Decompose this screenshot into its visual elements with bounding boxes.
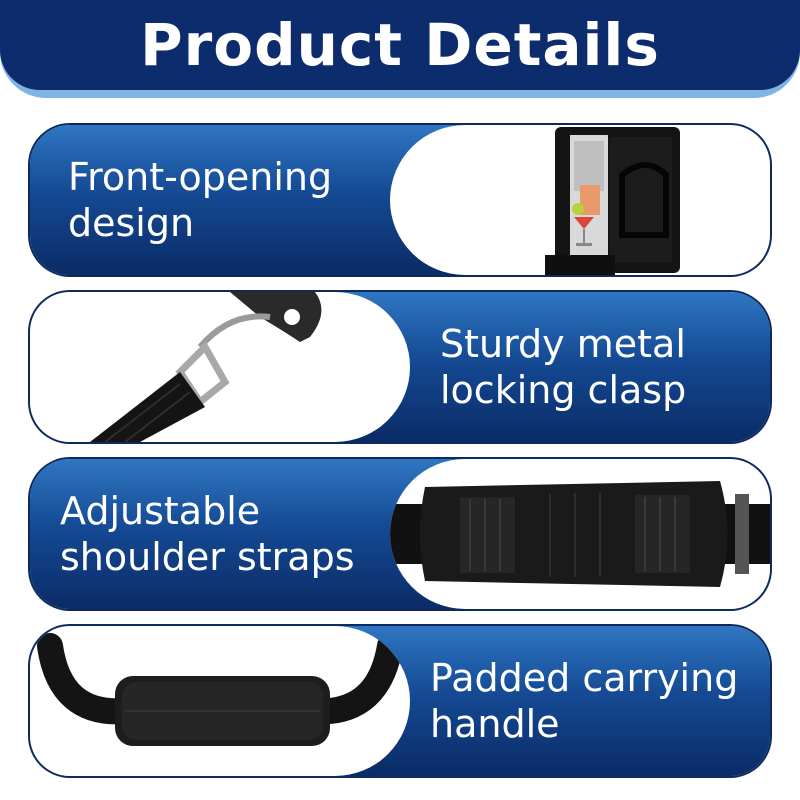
feature-caption-line2: shoulder straps bbox=[60, 535, 355, 579]
feature-panel-shoulder-straps: Adjustable shoulder straps bbox=[30, 459, 770, 609]
header-banner: Product Details bbox=[0, 0, 800, 90]
feature-caption: Adjustable shoulder straps bbox=[60, 459, 400, 609]
feature-caption: Padded carrying handle bbox=[430, 626, 770, 776]
feature-panel-front-opening: Front-opening design bbox=[30, 125, 770, 275]
feature-caption-line2: locking clasp bbox=[440, 368, 687, 412]
feature-caption-line1: Sturdy metal bbox=[440, 322, 686, 366]
metal-clasp-icon bbox=[90, 292, 322, 442]
page-title: Product Details bbox=[140, 11, 660, 79]
feature-caption: Sturdy metal locking clasp bbox=[440, 292, 770, 442]
feature-caption: Front-opening design bbox=[68, 125, 408, 275]
bag-open-front-icon bbox=[545, 127, 680, 275]
feature-caption-line1: Adjustable bbox=[60, 489, 261, 533]
feature-caption-line1: Padded carrying bbox=[430, 656, 739, 700]
feature-image-frame bbox=[390, 459, 770, 609]
feature-panel-carrying-handle: Padded carrying handle bbox=[30, 626, 770, 776]
feature-panel-metal-clasp: Sturdy metal locking clasp bbox=[30, 292, 770, 442]
feature-caption-line2: handle bbox=[430, 702, 560, 746]
feature-caption-line2: design bbox=[68, 201, 195, 245]
feature-image-frame bbox=[390, 125, 770, 275]
feature-caption-line1: Front-opening bbox=[68, 155, 333, 199]
feature-image-frame bbox=[30, 626, 410, 776]
feature-image-frame bbox=[30, 292, 410, 442]
shoulder-pad-icon bbox=[390, 481, 770, 587]
padded-handle-icon bbox=[37, 633, 403, 746]
